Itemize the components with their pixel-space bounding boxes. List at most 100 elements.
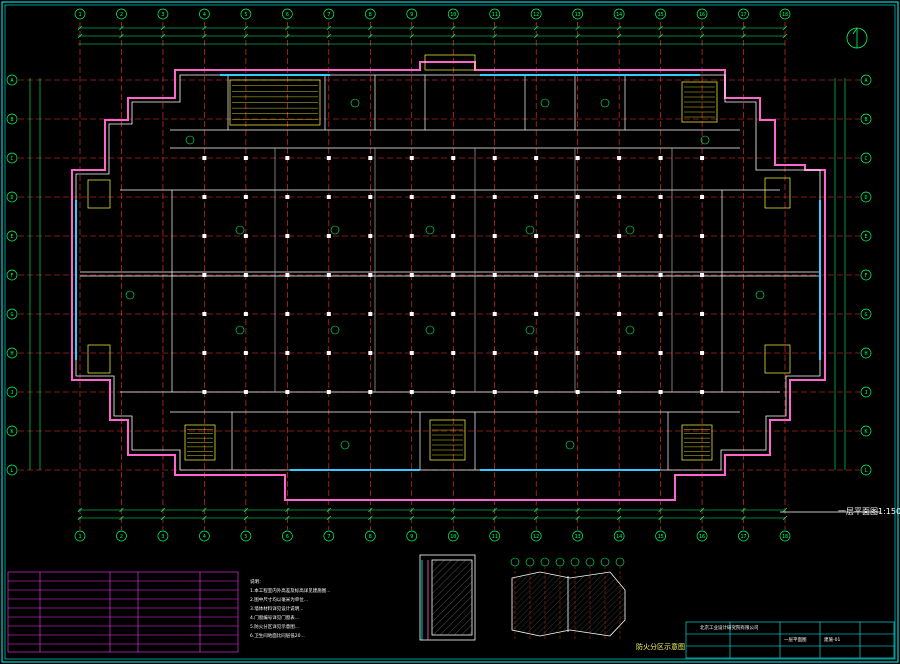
axis-label: L xyxy=(10,468,13,474)
dimension-tick xyxy=(533,515,539,521)
axis-label: 14 xyxy=(616,12,622,18)
dimension-tick xyxy=(575,33,580,39)
dimension-tick xyxy=(368,507,373,513)
dimension-tick xyxy=(119,33,124,39)
axis-bubble xyxy=(860,386,872,398)
dimension-tick xyxy=(202,507,207,513)
dimension-tick xyxy=(285,33,290,39)
structural-columns xyxy=(202,156,705,394)
dimension-lines xyxy=(29,25,846,521)
axis-bubble xyxy=(199,530,210,542)
axis-bubble xyxy=(6,152,18,164)
room-marker xyxy=(565,440,575,450)
dimension-tick xyxy=(77,507,83,513)
axis-bubble xyxy=(6,113,18,125)
title-block-company: 北京工业设计研究院有限公司 xyxy=(700,626,759,631)
dimension-tick xyxy=(451,33,456,39)
dimension-tick xyxy=(285,25,290,31)
plan-title: 一层平面图1:150 xyxy=(838,507,900,516)
column xyxy=(409,156,414,160)
axis-label: J xyxy=(10,390,13,396)
axis-label: 13 xyxy=(575,12,581,18)
dimension-tick xyxy=(533,33,539,39)
axis-bubble xyxy=(696,8,708,20)
dimension-tick xyxy=(202,515,207,521)
axis-label: 13 xyxy=(575,534,581,540)
axis-bubble xyxy=(696,530,708,542)
axis-bubble xyxy=(779,530,791,542)
axis-bubble xyxy=(860,308,872,320)
column xyxy=(617,273,622,277)
column xyxy=(243,312,248,316)
column xyxy=(492,195,497,199)
axis-bubble xyxy=(530,8,542,20)
room-marker xyxy=(525,325,535,335)
dimension-tick xyxy=(699,515,705,521)
axis-bubble xyxy=(323,530,335,542)
axis-label: 8 xyxy=(369,12,372,18)
axis-bubble xyxy=(6,425,18,437)
axis-bubble xyxy=(860,464,872,476)
column xyxy=(202,156,207,160)
axis-bubble xyxy=(530,530,542,542)
wall-detail xyxy=(419,554,476,641)
axis-bubble xyxy=(282,8,293,20)
column xyxy=(202,390,207,394)
axis-label: 3 xyxy=(161,534,164,540)
room-marker xyxy=(425,325,435,335)
room-marker xyxy=(755,290,765,300)
dimension-tick xyxy=(741,25,746,31)
axis-label: 14 xyxy=(616,534,622,540)
axis-label: 18 xyxy=(782,534,788,540)
axis-label: G xyxy=(864,312,867,318)
column xyxy=(451,234,456,238)
column xyxy=(368,195,373,199)
dimension-tick xyxy=(699,25,705,31)
column xyxy=(534,351,539,355)
column xyxy=(575,195,580,199)
dimension-tick xyxy=(492,33,497,39)
fire-zone-diagram xyxy=(511,571,626,637)
column xyxy=(285,234,290,238)
notes-line: 3.墙体材料详见设计说明... xyxy=(250,607,304,612)
column xyxy=(285,273,290,277)
dimension-tick xyxy=(782,33,788,39)
axis-label: 6 xyxy=(286,12,289,18)
column xyxy=(202,273,207,277)
title-block-sheet-title: 一层平面图 xyxy=(784,638,807,643)
dimension-tick xyxy=(119,515,124,521)
column xyxy=(451,312,456,316)
column xyxy=(492,351,497,355)
dimension-tick xyxy=(451,25,456,31)
axis-bubble xyxy=(779,8,791,20)
fire-zone-axis-bubble xyxy=(540,557,550,567)
column xyxy=(409,195,414,199)
column xyxy=(368,312,373,316)
column xyxy=(658,351,663,355)
axis-bubble xyxy=(406,530,418,542)
dimension-tick xyxy=(77,25,83,31)
dimension-tick xyxy=(326,515,332,521)
room-marker xyxy=(350,98,360,108)
column xyxy=(243,351,248,355)
column xyxy=(285,195,290,199)
axis-bubble xyxy=(157,8,169,20)
fire-zone-axis-bubble xyxy=(555,557,565,567)
dimension-tick xyxy=(202,33,207,39)
dimension-tick xyxy=(658,515,663,521)
dimension-tick xyxy=(285,515,290,521)
axis-label: 3 xyxy=(161,12,164,18)
axis-label: 6 xyxy=(286,534,289,540)
axis-bubble xyxy=(860,269,872,281)
axis-bubble xyxy=(860,152,872,164)
axis-label: K xyxy=(864,429,867,435)
axis-label: 15 xyxy=(658,12,664,18)
dimension-tick xyxy=(451,515,456,521)
axis-label: 17 xyxy=(741,534,747,540)
axis-bubble xyxy=(447,8,459,20)
axis-label: H xyxy=(10,351,13,357)
axis-bubble xyxy=(6,269,18,281)
axis-bubble xyxy=(6,191,18,203)
column xyxy=(700,351,705,355)
axis-label: B xyxy=(864,117,867,123)
